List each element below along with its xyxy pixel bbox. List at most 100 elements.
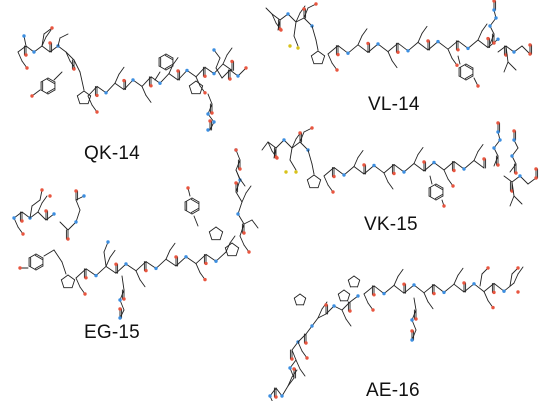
nitrogen-atom	[332, 304, 336, 308]
oxygen-atom	[456, 48, 460, 52]
oxygen-atom	[20, 219, 24, 223]
oxygen-atom	[366, 41, 370, 46]
oxygen-atom	[84, 276, 88, 280]
oxygen-atom	[324, 303, 328, 307]
oxygen-atom	[492, 41, 496, 45]
molecule-vk15	[261, 121, 539, 208]
oxygen-atom	[310, 126, 314, 130]
nitrogen-atom	[462, 167, 466, 171]
label-qk14: QK-14	[84, 143, 140, 164]
oxygen-atom	[528, 52, 532, 56]
nitrogen-atom	[206, 112, 210, 116]
nitrogen-atom	[376, 42, 380, 46]
nitrogen-atom	[472, 282, 476, 286]
nitrogen-atom	[442, 290, 446, 295]
oxygen-atom	[314, 2, 318, 6]
oxygen-atom	[83, 292, 87, 296]
oxygen-atom	[414, 317, 418, 321]
oxygen-atom	[528, 43, 532, 47]
label-eg15: EG-15	[84, 322, 140, 343]
oxygen-atom	[496, 163, 500, 167]
nitrogen-atom	[184, 255, 188, 259]
molecule-vl14	[265, 0, 533, 88]
oxygen-atom	[40, 188, 44, 192]
oxygen-atom	[95, 93, 99, 98]
oxygen-atom	[292, 367, 296, 371]
oxygen-atom	[244, 66, 248, 70]
nitrogen-atom	[410, 338, 414, 342]
oxygen-atom	[496, 121, 500, 125]
molecule-qk14	[17, 26, 248, 132]
oxygen-atom	[278, 27, 282, 31]
oxygen-atom	[512, 129, 516, 133]
sulfur-atom	[288, 44, 292, 48]
oxygen-atom	[432, 291, 436, 296]
nitrogen-atom	[342, 173, 346, 177]
oxygen-atom	[74, 189, 78, 193]
oxygen-atom	[426, 39, 430, 43]
nitrogen-atom	[214, 259, 218, 263]
oxygen-atom	[372, 293, 376, 297]
nitrogen-atom	[104, 91, 108, 95]
nitrogen-atom	[12, 216, 16, 220]
oxygen-atom	[203, 277, 207, 282]
sulfur-atom	[296, 46, 300, 50]
nitrogen-atom	[212, 71, 216, 76]
oxygen-atom	[48, 41, 52, 45]
oxygen-atom	[534, 167, 538, 171]
oxygen-atom	[274, 155, 278, 159]
oxygen-atom	[422, 160, 426, 164]
oxygen-atom	[492, 0, 496, 3]
nitrogen-atom	[402, 170, 406, 174]
nitrogen-atom	[512, 138, 516, 142]
oxygen-atom	[203, 91, 207, 95]
oxygen-atom	[18, 266, 22, 270]
oxygen-atom	[210, 111, 214, 115]
oxygen-atom	[44, 209, 48, 213]
nitrogen-atom	[74, 220, 78, 224]
oxygen-atom	[491, 305, 495, 310]
oxygen-atom	[331, 190, 335, 194]
nitrogen-atom	[212, 120, 216, 124]
oxygen-atom	[208, 119, 212, 123]
oxygen-atom	[230, 59, 234, 64]
nitrogen-atom	[436, 39, 440, 44]
oxygen-atom	[21, 232, 25, 236]
nitrogen-atom	[118, 316, 122, 320]
oxygen-atom	[442, 204, 446, 208]
oxygen-atom	[298, 131, 302, 135]
oxygen-atom	[336, 52, 340, 57]
nitrogen-atom	[466, 46, 470, 51]
oxygen-atom	[290, 357, 294, 361]
molecule-eg15	[12, 148, 259, 320]
label-ae16: AE-16	[366, 380, 420, 401]
nitrogen-atom	[496, 130, 500, 134]
oxygen-atom	[95, 110, 99, 114]
nitrogen-atom	[356, 294, 360, 298]
oxygen-atom	[204, 261, 208, 266]
oxygen-atom	[234, 148, 238, 152]
oxygen-atom	[66, 237, 70, 241]
oxygen-atom	[242, 231, 246, 235]
oxygen-atom	[371, 308, 375, 312]
nitrogen-atom	[372, 163, 376, 168]
nitrogen-atom	[488, 24, 492, 28]
oxygen-atom	[118, 307, 122, 311]
nitrogen-atom	[406, 49, 410, 53]
nitrogen-atom	[212, 48, 216, 52]
oxygen-atom	[348, 309, 352, 313]
nitrogen-atom	[280, 394, 284, 398]
oxygen-atom	[203, 74, 207, 78]
sulfur-atom	[294, 170, 298, 174]
oxygen-atom	[50, 26, 54, 30]
nitrogen-atom	[498, 138, 502, 142]
oxygen-atom	[482, 157, 486, 161]
nitrogen-atom	[32, 50, 36, 54]
oxygen-atom	[274, 395, 278, 399]
nitrogen-atom	[410, 318, 414, 322]
oxygen-atom	[396, 50, 400, 54]
nitrogen-atom	[494, 16, 498, 20]
molecule-ae16	[268, 266, 524, 401]
nitrogen-atom	[512, 50, 516, 54]
oxygen-atom	[486, 266, 490, 270]
